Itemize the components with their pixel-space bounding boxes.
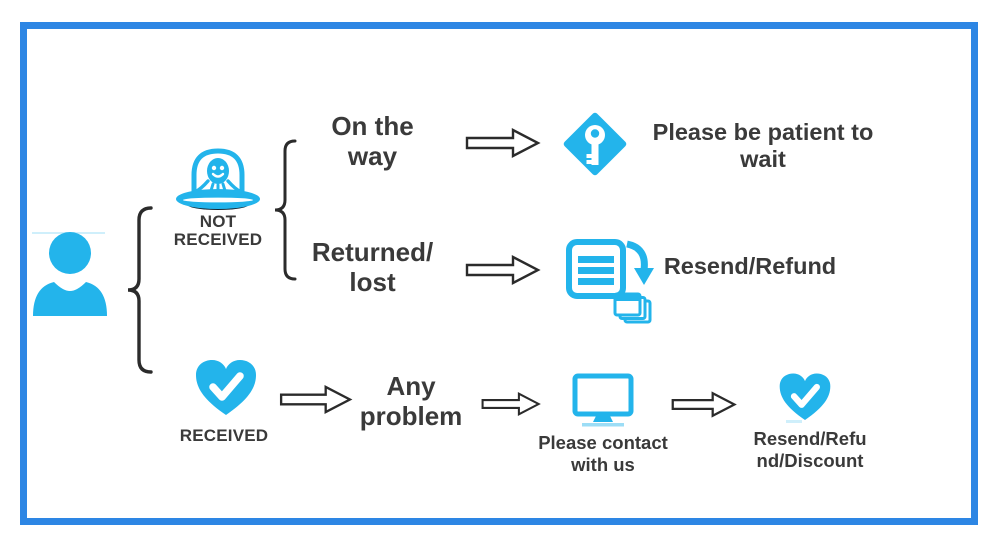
wait-result-line1: Please be patient to xyxy=(652,119,874,145)
final-result-line2: nd/Discount xyxy=(756,450,864,471)
small-curly-brace xyxy=(272,139,298,281)
heart-check-icon xyxy=(194,358,258,420)
ufo-alien-icon xyxy=(173,142,263,220)
any-problem-line1: Any xyxy=(386,371,436,401)
resend-refund-label: Resend/Refund xyxy=(663,253,837,279)
not-received-label-line2: RECEIVED xyxy=(173,229,263,249)
contact-line1: Please contact xyxy=(538,432,668,453)
on-the-way-line2: way xyxy=(347,141,398,171)
watermark-artifact-line xyxy=(32,232,105,234)
flow-arrow-icon xyxy=(481,390,541,418)
on-the-way-line1: On the xyxy=(331,111,414,141)
big-curly-brace xyxy=(124,206,154,374)
monitor-icon xyxy=(572,373,634,429)
any-problem-label: Any problem xyxy=(342,371,480,431)
final-result-label: Resend/Refu nd/Discount xyxy=(742,428,878,472)
returned-lost-line1: Returned/ xyxy=(311,237,434,267)
diagram-border xyxy=(20,22,978,525)
received-label: RECEIVED xyxy=(179,426,269,445)
resend-documents-icon xyxy=(563,230,655,330)
wait-result-label: Please be patient to wait xyxy=(648,119,878,173)
flow-arrow-icon xyxy=(464,254,542,286)
wait-result-line2: wait xyxy=(740,146,786,172)
returned-lost-label: Returned/ lost xyxy=(300,237,445,297)
flow-arrow-icon xyxy=(464,127,542,159)
any-problem-line2: problem xyxy=(359,401,463,431)
not-received-label-line1: NOT xyxy=(199,212,237,231)
watermark-artifact-line xyxy=(786,420,802,423)
person-icon xyxy=(30,230,110,318)
final-result-line1: Resend/Refu xyxy=(753,428,867,449)
heart-check-icon xyxy=(778,372,832,424)
flow-arrow-icon xyxy=(671,390,737,419)
key-diamond-icon xyxy=(559,108,631,180)
contact-line2: with us xyxy=(571,454,635,475)
not-received-label: NOT RECEIVED xyxy=(158,213,278,248)
on-the-way-label: On the way xyxy=(300,111,445,171)
contact-label: Please contact with us xyxy=(528,432,678,476)
returned-lost-line2: lost xyxy=(349,267,396,297)
flow-arrow-icon xyxy=(279,384,353,415)
